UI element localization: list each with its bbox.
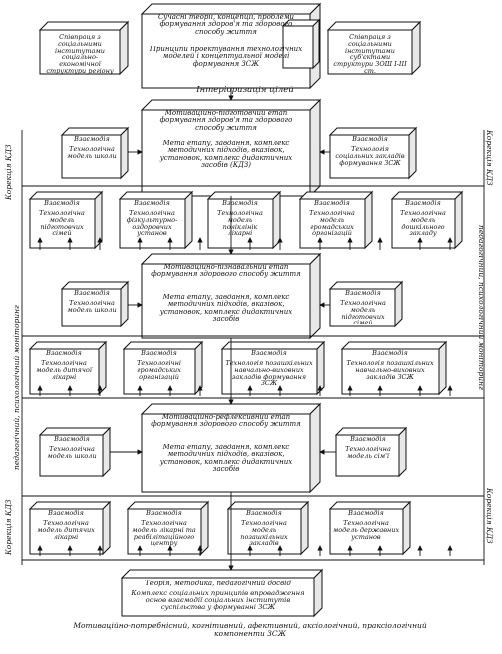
r4-a-interaction: Взаємодія [46, 350, 82, 357]
stage2-body: Мета етапу, завдання, комплекс методични… [159, 294, 293, 324]
r4-b-text: Технологічні громадських організацій [137, 360, 181, 381]
r1-left-interaction: Взаємодія [74, 136, 110, 143]
r3-right-text: Технологічна модель підготовчих сімей [340, 300, 386, 324]
r1-right-text: Технологія соціальних закладів формуванн… [335, 146, 405, 167]
r4-a-text: Технологічна модель дитячої лікарні [36, 360, 92, 381]
top-right-text: Співпраця з соціальними інститутами суб'… [333, 34, 407, 74]
r4-c-cube [220, 340, 326, 396]
top-interior-cube [281, 18, 321, 70]
top-main-text: Сучасні теорії, концепції, проблеми форм… [157, 14, 295, 36]
r2-e-text: Технологічна модель дошкільного закладу [400, 210, 446, 238]
r2-e-cube [390, 190, 464, 250]
r4-c-interaction: Взаємодія [251, 350, 287, 357]
r3-left-interaction: Взаємодія [74, 290, 110, 297]
r2-b-interaction: Взаємодія [134, 200, 170, 207]
bottom-cube [120, 568, 324, 618]
top-principles-text: Принципи проектування технологічних моде… [149, 46, 303, 68]
r3-left-cube [60, 280, 130, 328]
r2-c-text: Технологічна модель поліклінік лікарні [217, 210, 263, 238]
r2-e-interaction: Взаємодія [405, 200, 441, 207]
r4-b-interaction: Взаємодія [141, 350, 177, 357]
r6-c-interaction: Взаємодія [246, 510, 282, 517]
r2-a-text: Технологічна модель підготовчих сімей [39, 210, 85, 238]
r2-b-text: Технологічна фізкультурно-оздоровчих уст… [126, 210, 178, 238]
r6-d-text: Технологічна модель державних установ [332, 520, 400, 541]
r4-d-cube [340, 340, 448, 396]
top-left-text: Співпраця з соціальними інститутами соці… [46, 34, 114, 74]
top-banner: Інтеріоризація цілей [196, 86, 294, 95]
stage1-title: Мотиваційно-підготовчий етап формування … [159, 110, 293, 132]
stage2-cube [140, 252, 322, 340]
r5-left-text: Технологічна модель школи [47, 446, 97, 460]
r5-right-cube [334, 426, 408, 478]
r3-right-interaction: Взаємодія [345, 290, 381, 297]
r6-b-interaction: Взаємодія [146, 510, 182, 517]
stage1-cube [140, 98, 322, 198]
r4-c-text: Технологія позашкільних навчально-виховн… [225, 360, 313, 388]
r1-left-cube [60, 126, 130, 180]
r2-c-cube [206, 190, 282, 250]
r4-d-text: Технологія позашкільних навчально-виховн… [346, 360, 434, 381]
r6-d-interaction: Взаємодія [348, 510, 384, 517]
r1-left-text: Технологічна модель школи [67, 146, 117, 160]
r5-left-cube [38, 426, 112, 478]
stage3-title: Мотиваційно-рефлексивний етап формування… [151, 414, 301, 429]
left-correction-bottom: Корекція КДЗ [4, 499, 13, 555]
r6-c-text: Технологічна модель позашкільних закладі… [240, 520, 288, 548]
r3-right-cube [328, 280, 404, 328]
r3-left-text: Технологічна модель школи [67, 300, 117, 314]
stage3-cube [140, 402, 322, 494]
r6-d-cube [328, 500, 412, 556]
stage1-body: Мета етапу, завдання, комплекс методични… [159, 140, 293, 170]
r1-right-interaction: Взаємодія [352, 136, 388, 143]
r2-d-cube [298, 190, 374, 250]
r4-b-cube [122, 340, 204, 396]
stage2-title: Мотиваційно-пізнавальний етап формування… [151, 264, 301, 279]
right-correction-top: Корекція КДЗ [485, 130, 494, 186]
r5-right-interaction: Взаємодія [350, 436, 386, 443]
r2-d-interaction: Взаємодія [314, 200, 350, 207]
r2-d-text: Технологічна модель громадських організа… [309, 210, 355, 238]
right-monitoring-label: педагогічний, психологічний моніторинг [477, 225, 486, 390]
r5-left-interaction: Взаємодія [54, 436, 90, 443]
r2-a-interaction: Взаємодія [44, 200, 80, 207]
bottom-title: Теорія, методика, педагогічний досвід [145, 580, 291, 587]
r1-right-cube [328, 126, 418, 180]
r2-b-cube [118, 190, 194, 250]
r6-a-text: Технологічна модель дитячих лікарні [37, 520, 95, 541]
stage3-body: Мета етапу, завдання, комплекс методични… [159, 444, 293, 474]
r6-c-cube [226, 500, 310, 556]
caption: Мотиваційно-потребнісний, когнітивний, а… [73, 622, 427, 638]
r6-a-interaction: Взаємодія [48, 510, 84, 517]
r5-right-text: Технологічна модель сім'ї [345, 446, 391, 460]
top-left-cube [38, 20, 130, 76]
right-correction-bottom: Корекція КДЗ [485, 488, 494, 544]
left-correction-top: Корекція КДЗ [4, 144, 13, 200]
top-right-cube [326, 20, 422, 76]
bottom-body: Комплекс соціальних принципів впроваджен… [131, 590, 305, 612]
left-monitoring-label: педагогічний, психологічний моніторинг [12, 305, 21, 470]
r2-c-interaction: Взаємодія [222, 200, 258, 207]
r4-d-interaction: Взаємодія [372, 350, 408, 357]
r6-b-text: Технологічна модель лікарні та реабіліта… [132, 520, 196, 548]
